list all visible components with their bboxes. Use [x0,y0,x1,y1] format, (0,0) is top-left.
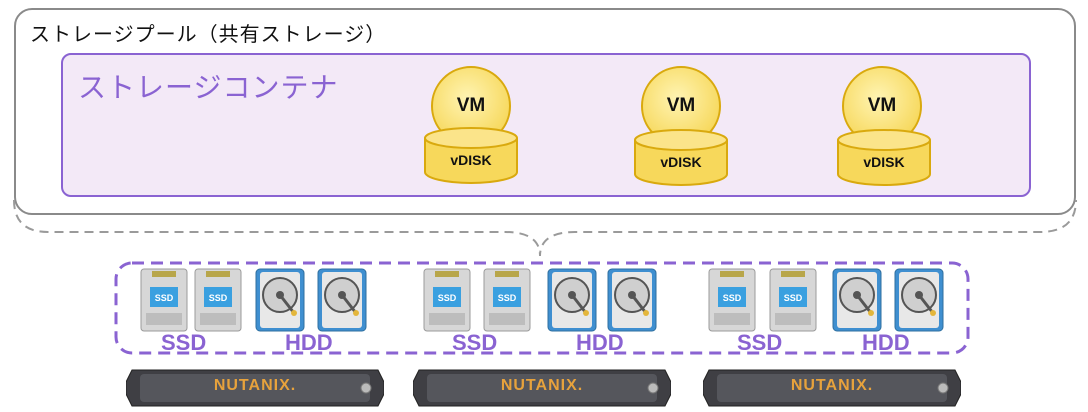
hdd-icon [255,268,305,332]
svg-text:SSD: SSD [155,293,174,303]
svg-text:SSD: SSD [209,293,228,303]
ssd-icon: SSD [769,268,817,332]
storage-container-title: ストレージコンテナ [78,72,339,103]
vdisk-cylinder-icon [634,129,728,186]
ssd-icon: SSD [423,268,471,332]
ssd-icon: SSD [194,268,242,332]
vdisk-cylinder: vDISK [633,128,729,188]
nutanix-node-chassis [703,369,961,407]
nutanix-logo-text: NUTANIX. [790,377,874,394]
hdd-icon [317,268,367,332]
vdisk-label: vDISK [450,152,492,168]
vdisk-cylinder-icon [837,129,931,186]
hdd-label: HDD [576,330,624,355]
nutanix-node-chassis [126,369,384,407]
vdisk-label: vDISK [660,154,702,170]
hdd-icon [894,268,944,332]
dashed-drive-group-outline [114,261,970,355]
vdisk-label: vDISK [863,154,905,170]
svg-text:SSD: SSD [784,293,803,303]
ssd-label: SSD [452,330,498,355]
nutanix-node-chassis [413,369,671,407]
ssd-icon: SSD [708,268,756,332]
storage-pool-title: ストレージプール（共有ストレージ） [30,24,387,46]
svg-text:SSD: SSD [723,293,742,303]
vdisk-cylinder: vDISK [423,126,519,186]
ssd-label: SSD [737,330,783,355]
svg-text:SSD: SSD [498,293,517,303]
dashed-brace [13,199,1077,257]
hdd-icon [832,268,882,332]
ssd-icon: SSD [140,268,188,332]
ssd-label: SSD [161,330,207,355]
nutanix-logo-text: NUTANIX. [500,377,584,394]
svg-text:SSD: SSD [438,293,457,303]
vdisk-cylinder-icon [424,127,518,184]
nutanix-logo-text: NUTANIX. [213,377,297,394]
hdd-label: HDD [862,330,910,355]
vdisk-cylinder: vDISK [836,128,932,188]
hdd-icon [607,268,657,332]
hdd-icon [547,268,597,332]
hdd-label: HDD [285,330,333,355]
ssd-icon: SSD [483,268,531,332]
